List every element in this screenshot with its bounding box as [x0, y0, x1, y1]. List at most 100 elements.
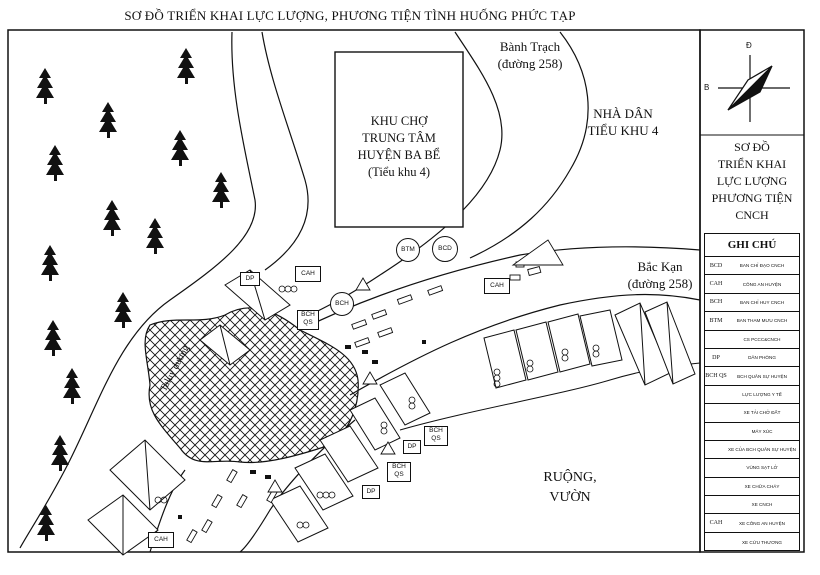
legend-symbol [705, 331, 727, 347]
fields-line-1: RUỘNG, [543, 470, 597, 485]
river-edge-2 [469, 31, 589, 259]
legend-item: BTM Ban tham mưu CNCH [705, 312, 799, 331]
tree-7 [103, 200, 121, 236]
road-inner-edge [261, 31, 309, 271]
market-label-line-4: (Tiểu khu 4) [367, 165, 431, 179]
dp-marker-1: DP [240, 272, 260, 286]
legend-symbol: DP [712, 354, 720, 361]
market-label-line-3: HUYỆN BA BỂ [357, 148, 441, 162]
bch-marker: BCH [330, 292, 354, 316]
side-title-line-1: SƠ ĐỒ [734, 140, 770, 154]
side-title-line-5: CNCH [735, 208, 769, 222]
tree-12 [63, 368, 81, 404]
bch-qs-marker-2: BCH QS [424, 426, 448, 446]
legend-item: Xe của BCH quân sự huyện [705, 441, 799, 460]
legend-label: BCH quân sự huyện [737, 373, 787, 379]
legend-item: Máy xúc [705, 423, 799, 441]
legend-symbol [705, 405, 727, 421]
legend-label: Xe công an huyện [739, 520, 785, 526]
main-road-south [349, 293, 701, 396]
houses-line-2: TIỂU KHU 4 [587, 123, 659, 138]
legend-symbol [705, 442, 727, 458]
legend-item: CAH Công an huyện [705, 275, 799, 294]
legend-symbol: BCH [709, 299, 723, 306]
legend-item: Lực lượng y tế [705, 386, 799, 405]
fields-line-2: VƯỜN [549, 490, 591, 505]
tree-4 [171, 130, 189, 166]
legend-label: Xe chữa cháy [744, 483, 780, 489]
side-title-line-2: TRIỂN KHAI [717, 157, 787, 171]
cah-marker-2: CAH [484, 278, 510, 294]
legend-label: Dân phòng [748, 355, 776, 361]
bac-kan-label: Bắc Kạn (đường 258) [620, 258, 700, 292]
dp-marker-2: DP [403, 440, 421, 454]
tree-5 [46, 145, 64, 181]
legend-symbol [705, 460, 727, 476]
legend-item: Xe cứu thương [705, 533, 799, 551]
compass-west-label: B [704, 83, 710, 92]
tree-14 [37, 505, 55, 541]
legend-title: GHI CHÚ [705, 234, 799, 257]
legend-item: Xe chữa cháy [705, 478, 799, 497]
legend-label: Xe của BCH quân sự huyện [728, 447, 796, 453]
tree-11 [44, 320, 62, 356]
legend-label: Xe CNCH [751, 502, 773, 508]
ktmt-buildings [87, 269, 696, 556]
cah-marker-1: CAH [295, 266, 321, 282]
main-road-north [299, 246, 701, 331]
compass-north-label: Đ [746, 41, 752, 50]
legend-symbol [705, 386, 727, 402]
tree-13 [51, 435, 69, 471]
bch-qs-marker-1: BCH QS [297, 310, 319, 330]
legend-symbol: CAH [709, 281, 723, 288]
fields-label: RUỘNG, VƯỜN [525, 468, 615, 508]
legend-label: Vùng sạt lở [746, 465, 778, 471]
legend-label: Ban tham mưu CNCH [736, 318, 788, 324]
legend-label: CS PCCC&CNCH [743, 336, 781, 342]
houses-line-1: NHÀ DÂN [593, 106, 653, 121]
legend-symbol: BCD [709, 262, 723, 269]
tree-3 [99, 102, 117, 138]
side-title: SƠ ĐỒ TRIỂN KHAI LỰC LƯỢNG PHƯƠNG TIỆN C… [704, 139, 800, 229]
excavators [178, 340, 426, 519]
houses-label: NHÀ DÂN TIỂU KHU 4 [578, 105, 668, 139]
banh-trach-label: Bành Trạch (đường 258) [480, 38, 580, 72]
legend-symbol [705, 423, 727, 439]
legend-label: Máy xúc [751, 428, 773, 434]
legend-item: Vùng sạt lở [705, 459, 799, 478]
legend-items: BCDBan chỉ đạo CNCHCAHCông an huyệnBCHBa… [705, 257, 799, 551]
market-label-line-2: TRUNG TÂM [362, 131, 436, 145]
legend-item: DP Dân phòng [705, 349, 799, 368]
bch-qs-marker-3: BCH QS [387, 462, 411, 482]
trees [36, 48, 230, 541]
legend-label: Xe tải chở đất [743, 410, 781, 416]
bac-kan-line-2: (đường 258) [627, 276, 693, 291]
side-title-line-4: PHƯƠNG TIỆN [711, 191, 793, 205]
road-left-edge [19, 31, 256, 549]
legend-item: BCHBan chỉ huy CNCH [705, 294, 799, 313]
legend-symbol: CAH [709, 520, 723, 527]
btm-marker: BTM [396, 238, 420, 262]
legend-symbol: BTM [709, 317, 723, 324]
tree-1 [36, 68, 54, 104]
legend-item: Xe CNCH [705, 496, 799, 515]
legend-label: Ban chỉ đạo CNCH [739, 263, 785, 269]
side-title-line-3: LỰC LƯỢNG [716, 174, 788, 188]
market-label-line-1: KHU CHỢ [370, 114, 428, 128]
tree-8 [146, 218, 164, 254]
bac-kan-line-1: Bắc Kạn [637, 259, 683, 274]
tree-6 [212, 172, 230, 208]
legend-label: Lực lượng y tế [742, 391, 782, 397]
legend-item: CAH Xe công an huyện [705, 514, 799, 533]
page-title: SƠ ĐỒ TRIỂN KHAI LỰC LƯỢNG, PHƯƠNG TIỆN … [124, 8, 576, 23]
market-area [334, 51, 464, 228]
pccc-triangles [267, 239, 564, 493]
bcd-marker: BCD [432, 236, 458, 262]
legend-symbol [705, 497, 727, 513]
tree-2 [177, 48, 195, 84]
legend-label: Công an huyện [742, 281, 782, 287]
compass-rose [718, 55, 790, 122]
market-label: KHU CHỢ TRUNG TÂM HUYỆN BA BỂ (Tiểu khu … [335, 113, 463, 181]
